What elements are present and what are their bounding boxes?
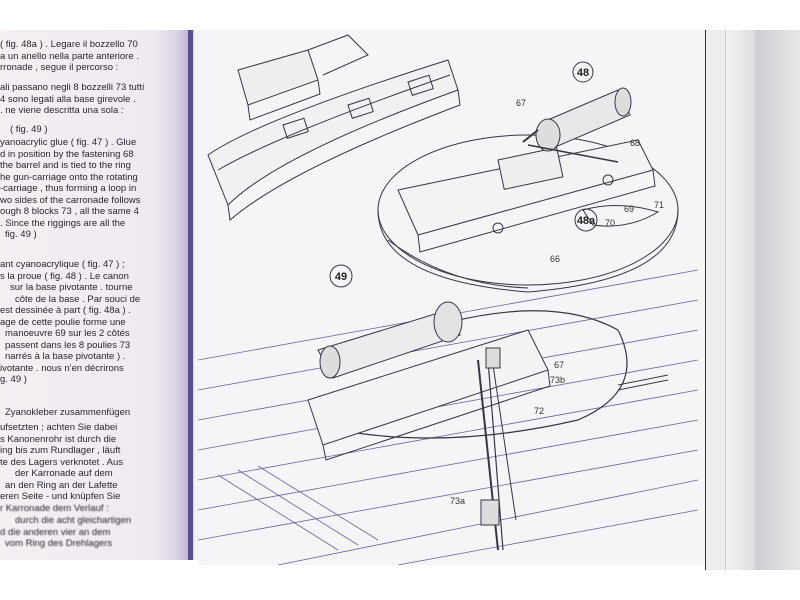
part-label: 67 [516,98,526,108]
text-line: yanoacrylic glue ( fig. 47 ) . Glue [0,137,137,148]
text-line: an den Ring an der Lafette [5,479,118,491]
figure-48-drawing [377,87,679,293]
text-line: ant cyanoacrylique ( fig. 47 ) ; [0,259,125,270]
part-label: 69 [624,204,634,214]
text-line: . ne viene descritta una sola : [0,105,124,116]
figure-number: 49 [335,271,347,283]
part-label: 73a [450,496,465,506]
assembly-illustration: 48 48a 49 67 68 70 69 71 66 67 73b 72 73… [198,34,699,565]
text-line: sur la base pivotante . tourne [10,282,133,293]
text-line: ali passano negli 8 bozzelli 73 tutti [0,82,145,93]
part-label: 68 [630,138,640,148]
figure-49-badge: 49 [329,264,353,288]
text-line: passent dans les 8 poulies 73 [5,339,131,351]
text-line: eren Seite - und knüpfen Sie [0,491,121,502]
text-line: ( fig. 49 ) [10,124,48,135]
part-label: 67 [554,360,564,370]
text-line: -carriage , thus forming a loop in [0,183,137,194]
text-line: d in position by the fastening 68 [0,148,134,160]
text-line: r Karronade dem Verlauf : [0,502,109,514]
text-line: Zyanokleber zusammenfügen [5,407,131,418]
text-line: a un anello nella parte anteriore . [0,50,139,62]
text-line: fig. 49 ) [5,229,37,240]
text-line: age de cette poulie forme une [0,316,126,328]
page-stack-edge [725,30,756,570]
text-line: s la proue ( fig. 48 ) . Le canon [0,270,129,282]
text-line: 4 sono legati alla base girevole . [0,93,136,105]
text-line: manoeuvre 69 sur les 2 côtés [5,328,130,339]
part-label: 72 [534,406,544,416]
text-line: côte de la base . Par souci de [15,293,141,305]
part-label: 70 [605,218,615,228]
text-line: g. 49 ) [0,374,27,385]
text-line: est dessinée à part ( fig. 48a ) . [0,305,131,316]
figure-48a-badge: 48a [574,208,598,232]
text-line: ( fig. 48a ) . Legare il bozzello 70 [0,39,138,50]
text-line: he gun-carriage onto the rotating [0,171,138,183]
text-line: ivotante . nous n'en décrirons [0,362,124,374]
text-line: rronade , segue il percorso : [0,62,119,73]
text-line: der Karronade auf dem [15,468,113,479]
figure-49-drawing [198,269,699,565]
part-label: 71 [654,200,664,210]
text-line: wo sides of the carronade follows [0,194,141,206]
figure-48-badge: 48 [572,61,594,83]
figure-number: 48a [577,215,596,227]
text-line: s Kanonenrohr ist durch die [0,433,117,445]
text-line: durch die acht gleichartigen [15,515,132,526]
book-cover-edge [755,30,800,570]
part-label: 73b [550,375,565,385]
book-gutter-fold [193,30,200,560]
page-edge [705,30,726,570]
text-line: the barrel and is tied to the ring [0,160,131,171]
figure-number: 48 [577,67,589,79]
text-line: ufsetzten ; achten Sie dabei [0,422,118,433]
text-line: d die anderen vier an dem [0,526,111,538]
text-line: narrés à la base pivotante ) . [5,351,126,362]
part-label: 66 [550,254,560,264]
text-line: . Since the riggings are all the [0,217,126,229]
text-line: ough 8 blocks 73 , all the same 4 [0,206,139,217]
text-line: vom Ring des Drehlagers [5,538,113,549]
text-line: te des Lagers verknotet . Aus [0,456,124,468]
bow-piece-drawing [207,34,461,221]
text-line: ing bis zum Rundlager , läuft [0,445,121,456]
book-gutter [188,30,193,560]
